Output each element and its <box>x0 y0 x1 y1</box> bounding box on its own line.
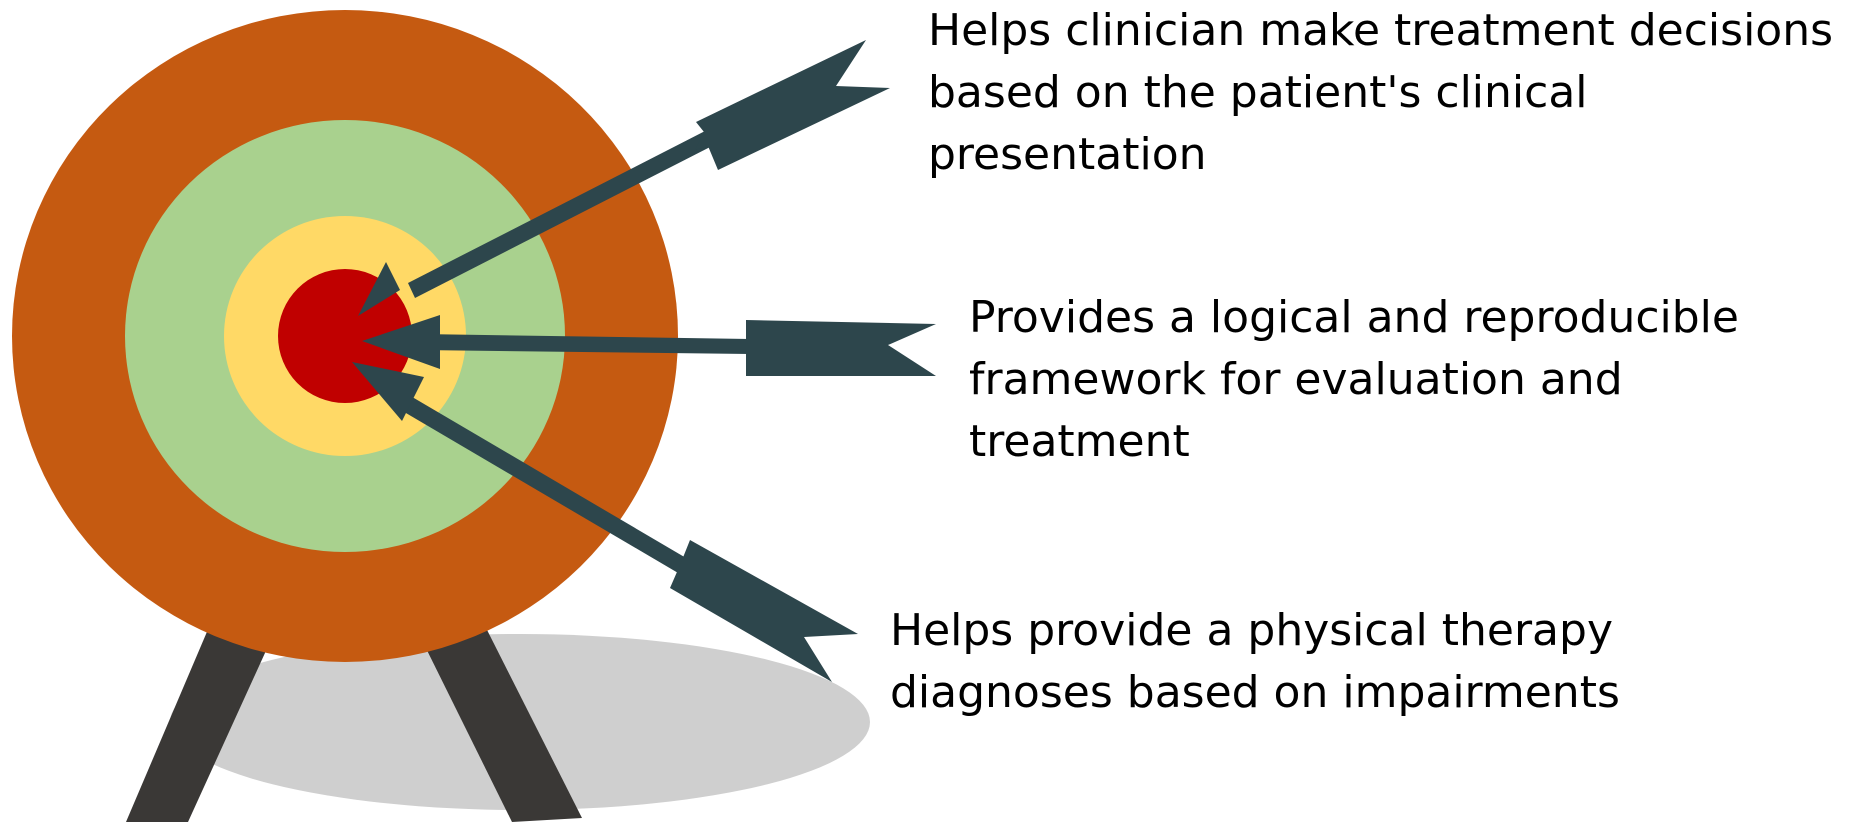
arrow-middle <box>362 315 936 376</box>
arrow-lower <box>352 362 858 682</box>
arrow-upper-fletching <box>695 40 890 170</box>
arrow-middle-shaft <box>420 334 750 354</box>
arrow-upper-head <box>358 262 400 316</box>
arrow-upper-shaft <box>408 130 714 298</box>
benefit-label-framework: Provides a logical and reproducible fram… <box>969 292 1739 467</box>
arrow-lower-shaft <box>394 391 698 580</box>
arrow-upper <box>358 40 890 316</box>
arrow-middle-fletching <box>746 320 936 376</box>
stand-leg-right <box>412 620 582 822</box>
arrow-lower-head <box>352 362 424 421</box>
benefit-label-treatment-decisions: Helps clinician make treatment decisions… <box>928 5 1834 180</box>
stand-leg-left <box>126 620 280 822</box>
arrow-middle-head <box>362 315 440 369</box>
arrow-lower-fletching <box>670 540 858 682</box>
benefit-label-diagnosis: Helps provide a physical therapy diagnos… <box>890 605 1620 718</box>
